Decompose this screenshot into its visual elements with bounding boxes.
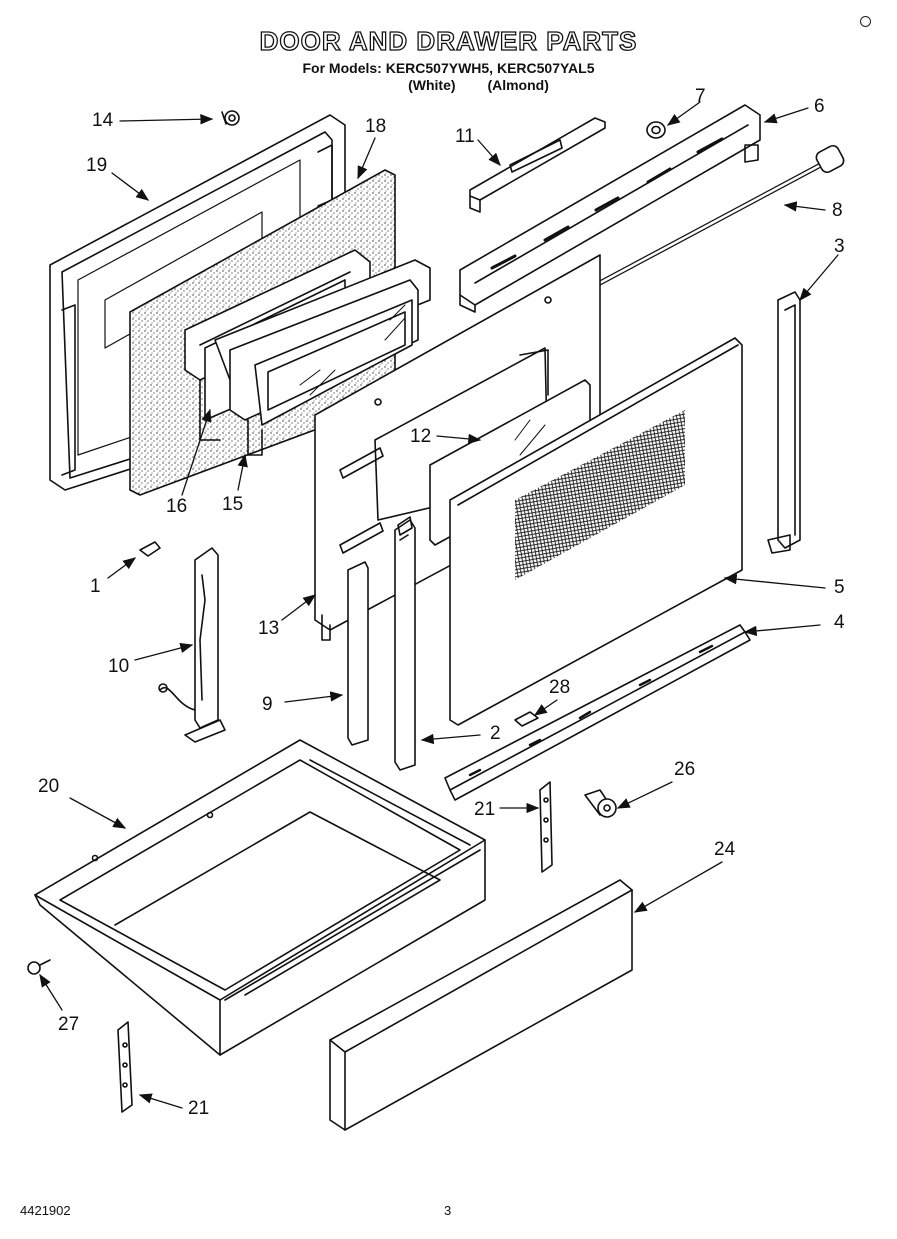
part-3-door-side-trim xyxy=(767,291,801,554)
part-26-drawer-roller xyxy=(584,789,617,818)
page-number: 3 xyxy=(444,1203,452,1218)
part-27-drawer-bolt xyxy=(27,959,51,975)
callout-2: 2 xyxy=(490,723,501,744)
part-10-door-hinge xyxy=(158,547,226,743)
callout-18: 18 xyxy=(365,116,387,137)
callout-27: 27 xyxy=(58,1014,80,1035)
callout-9: 9 xyxy=(262,694,273,715)
callout-1: 1 xyxy=(90,576,101,597)
callout-16: 16 xyxy=(166,496,188,517)
part-28-clip xyxy=(514,711,539,727)
part-2-door-side-trim xyxy=(394,516,416,771)
part-24-drawer-front-panel xyxy=(329,879,633,1131)
part-6-door-vent-trim xyxy=(459,104,761,313)
callout-3: 3 xyxy=(834,236,845,257)
callout-13: 13 xyxy=(258,618,280,639)
callout-21-upper: 21 xyxy=(474,799,496,820)
callout-5: 5 xyxy=(834,577,845,598)
part-11-door-vent-bracket xyxy=(469,117,606,213)
callout-12: 12 xyxy=(410,426,432,447)
color-white: (White) xyxy=(408,77,456,93)
callout-28: 28 xyxy=(549,677,571,698)
document-code: 4421902 xyxy=(20,1203,71,1218)
callout-26: 26 xyxy=(674,759,696,780)
color-almond: (Almond) xyxy=(487,77,549,93)
callout-6: 6 xyxy=(814,96,825,117)
callout-15: 15 xyxy=(222,494,244,515)
part-14-screw xyxy=(221,110,240,126)
callout-11: 11 xyxy=(455,126,475,147)
hole-punch-mark xyxy=(860,16,871,27)
callout-14: 14 xyxy=(92,110,114,131)
callout-21-lower: 21 xyxy=(188,1098,210,1119)
callout-20: 20 xyxy=(38,776,60,797)
part-15-inner-glass-assembly xyxy=(214,259,431,456)
callout-19: 19 xyxy=(86,155,108,176)
callout-7: 7 xyxy=(695,86,706,107)
part-21-drawer-slide-upper xyxy=(539,781,553,873)
page-title: DOOR AND DRAWER PARTS xyxy=(259,25,638,56)
part-21-drawer-slide-lower xyxy=(117,1021,133,1113)
part-20-drawer-body xyxy=(34,739,486,1056)
callout-8: 8 xyxy=(832,200,843,221)
callout-leader-lines xyxy=(39,101,839,1109)
models-line: For Models: KERC507YWH5, KERC507YAL5 xyxy=(302,60,595,76)
part-1-clip xyxy=(139,541,161,557)
part-5-outer-door-glass-panel xyxy=(449,337,743,726)
color-line: (White) (Almond) xyxy=(30,77,897,93)
callout-4: 4 xyxy=(834,612,845,633)
part-9-door-trim xyxy=(347,561,369,746)
callout-24: 24 xyxy=(714,839,736,860)
part-7-grommet xyxy=(646,121,666,139)
callout-10: 10 xyxy=(108,656,130,677)
